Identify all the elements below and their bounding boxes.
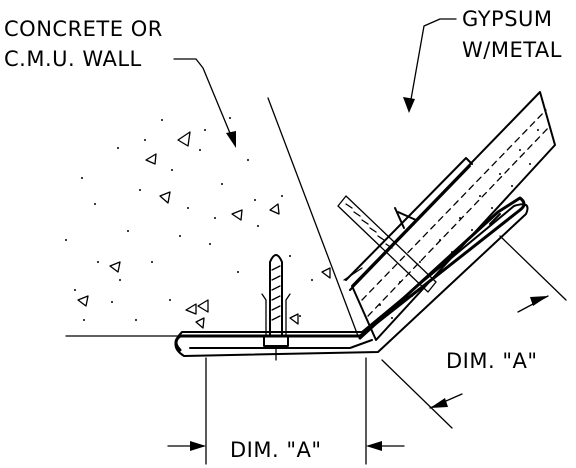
wall-anchor [261,254,291,361]
dim-diagonal-label: DIM. "A" [446,349,538,373]
dim-horizontal [167,357,405,465]
wall-label-line1: CONCRETE OR [4,17,163,41]
gypsum-board [343,91,556,341]
wall-label-line2: C.M.U. WALL [4,47,142,71]
dim-horizontal-label: DIM. "A" [230,438,322,462]
drywall-screw [337,195,437,293]
gypsum-label-line2: W/METAL [462,38,562,62]
dim-diagonal [381,235,567,429]
concrete-aggregate [77,131,331,329]
gypsum-label-line1: GYPSUM [462,7,553,31]
gypsum-leader [403,18,457,113]
metal-corner-trim [174,196,529,357]
concrete-wall [65,97,359,337]
wall-leader [173,58,236,148]
concrete-stipple [65,117,313,321]
